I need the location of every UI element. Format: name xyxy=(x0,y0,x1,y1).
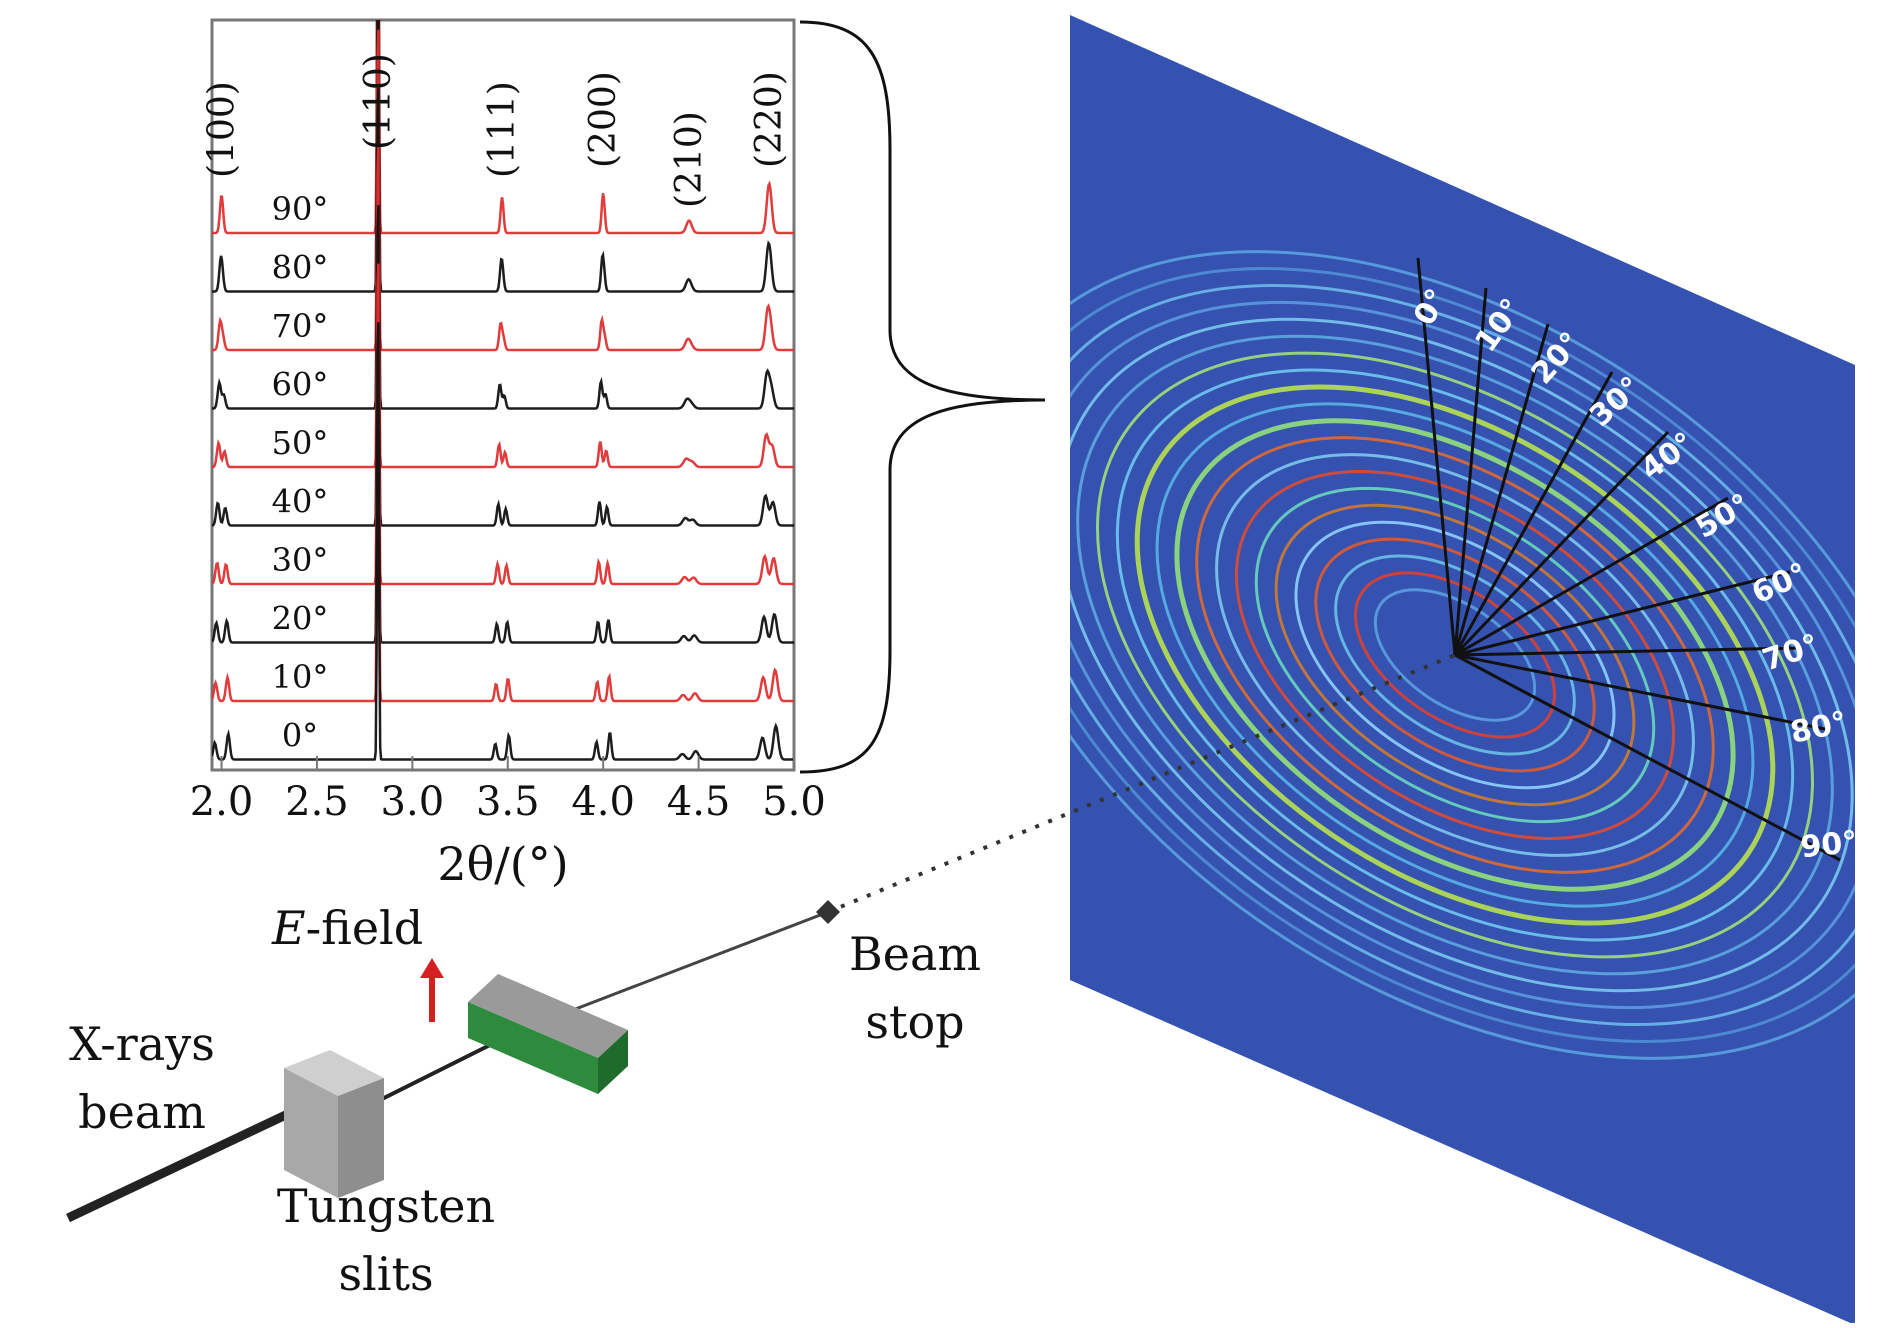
trace-70 xyxy=(212,20,794,352)
trace-10 xyxy=(212,263,794,703)
angle-spoke xyxy=(1454,570,1791,657)
diffraction-ring xyxy=(1155,402,1755,908)
angle-label: 90° xyxy=(272,190,329,228)
detector-angle-label: 90° xyxy=(1799,825,1859,866)
angle-label: 80° xyxy=(272,249,329,287)
diffraction-traces xyxy=(212,20,794,761)
angle-spoke xyxy=(1453,371,1614,656)
diffraction-ring xyxy=(1070,250,1855,1060)
angle-label: 20° xyxy=(272,600,329,638)
diffraction-ring xyxy=(1314,537,1596,773)
beam-stop-marker xyxy=(816,900,840,924)
x-tick-label: 4.5 xyxy=(667,779,731,825)
diffraction-ring xyxy=(1373,588,1537,722)
angle-spoke xyxy=(1453,430,1670,657)
trace-40 xyxy=(212,88,794,527)
trace-60 xyxy=(212,20,794,410)
angle-label: 60° xyxy=(272,366,329,404)
peak-label: (220) xyxy=(749,71,790,168)
angle-spoke xyxy=(1454,646,1801,657)
trace-80 xyxy=(212,20,794,293)
xrays-label-2: beam xyxy=(78,1085,206,1139)
slits-label: Tungsten xyxy=(277,1179,495,1233)
curly-brace xyxy=(799,20,1046,774)
angle-label: 30° xyxy=(272,541,329,579)
trace-0 xyxy=(212,322,794,761)
angle-spoke xyxy=(1454,496,1729,657)
diffraction-ring xyxy=(1115,368,1795,942)
diffraction-ring xyxy=(1096,351,1814,959)
angle-spoke xyxy=(1416,257,1457,656)
angle-label: 0° xyxy=(282,717,318,755)
x-axis-label: 2θ/(°) xyxy=(437,837,568,891)
angle-spoke xyxy=(1453,323,1550,656)
diffraction-ring xyxy=(1174,418,1736,892)
x-tick-label: 2.5 xyxy=(285,779,349,825)
diffraction-ring xyxy=(1076,334,1834,976)
xrays-label: X-rays xyxy=(69,1017,215,1071)
angle-label: 40° xyxy=(272,483,329,521)
angle-spoke xyxy=(1454,653,1841,862)
angle-labels: 90° 80° 70° 60° 50° 40° 30° 20° 10° 0° xyxy=(272,190,329,755)
beam-after-slit xyxy=(379,1038,501,1102)
peak-label: (100) xyxy=(202,81,243,178)
peak-label: (111) xyxy=(482,81,523,178)
peak-label: (200) xyxy=(583,71,624,168)
diffraction-ring xyxy=(1215,453,1695,857)
diffraction-ring xyxy=(1334,554,1576,756)
x-tick-label: 3.5 xyxy=(476,779,540,825)
diffraction-ring xyxy=(1294,520,1616,790)
diffraction-ring xyxy=(1353,571,1557,739)
beamstop-label: Beam xyxy=(849,927,981,981)
diffraction-ring xyxy=(1070,300,1855,1010)
diffraction-ring xyxy=(1234,470,1676,840)
diffraction-ring xyxy=(1070,267,1855,1043)
beamstop-label-2: stop xyxy=(865,995,964,1049)
diffraction-rings xyxy=(1070,250,1855,1060)
tungsten-slits xyxy=(284,1050,384,1198)
diffraction-ring xyxy=(1195,436,1715,874)
trace-30 xyxy=(212,146,794,586)
x-tick-label: 3.0 xyxy=(381,779,445,825)
detector-panel xyxy=(1070,15,1855,1325)
detector-plane: 0°10°20°30°40°50°60°70°80°90° xyxy=(1070,15,1859,1325)
peak-label: (110) xyxy=(358,53,399,150)
peak-labels: (100) (110) (111) (200) (210) (220) xyxy=(202,53,791,208)
beam-dotted-path xyxy=(827,653,1456,914)
slits-label-2: slits xyxy=(338,1247,433,1301)
diffraction-ring xyxy=(1070,283,1855,1027)
angle-label: 50° xyxy=(272,424,329,462)
efield-arrow xyxy=(420,958,444,1022)
diffraction-ring xyxy=(1274,503,1636,807)
sample-crystal xyxy=(468,974,628,1094)
x-axis-ticks: 2.0 2.5 3.0 3.5 4.0 4.5 5.0 xyxy=(190,756,826,825)
trace-50 xyxy=(212,29,794,469)
diffraction-ring xyxy=(1070,317,1854,993)
trace-20 xyxy=(212,205,794,644)
peak-label: (210) xyxy=(669,111,710,208)
diffraction-plot: 2.0 2.5 3.0 3.5 4.0 4.5 5.0 (100) (110) (111) (20… xyxy=(190,18,826,891)
trace-90 xyxy=(212,20,794,235)
angle-spoke xyxy=(1453,287,1488,656)
angle-label: 70° xyxy=(272,307,329,345)
x-tick-label: 4.0 xyxy=(571,779,635,825)
diffraction-ring xyxy=(1134,384,1776,926)
x-tick-label: 5.0 xyxy=(762,779,826,825)
diffracted-beam xyxy=(559,910,829,1017)
x-tick-label: 2.0 xyxy=(190,779,254,825)
efield-label: E-field xyxy=(271,901,423,955)
angle-spoke xyxy=(1454,653,1831,732)
angle-label: 10° xyxy=(272,658,329,696)
diffraction-ring xyxy=(1254,486,1656,824)
